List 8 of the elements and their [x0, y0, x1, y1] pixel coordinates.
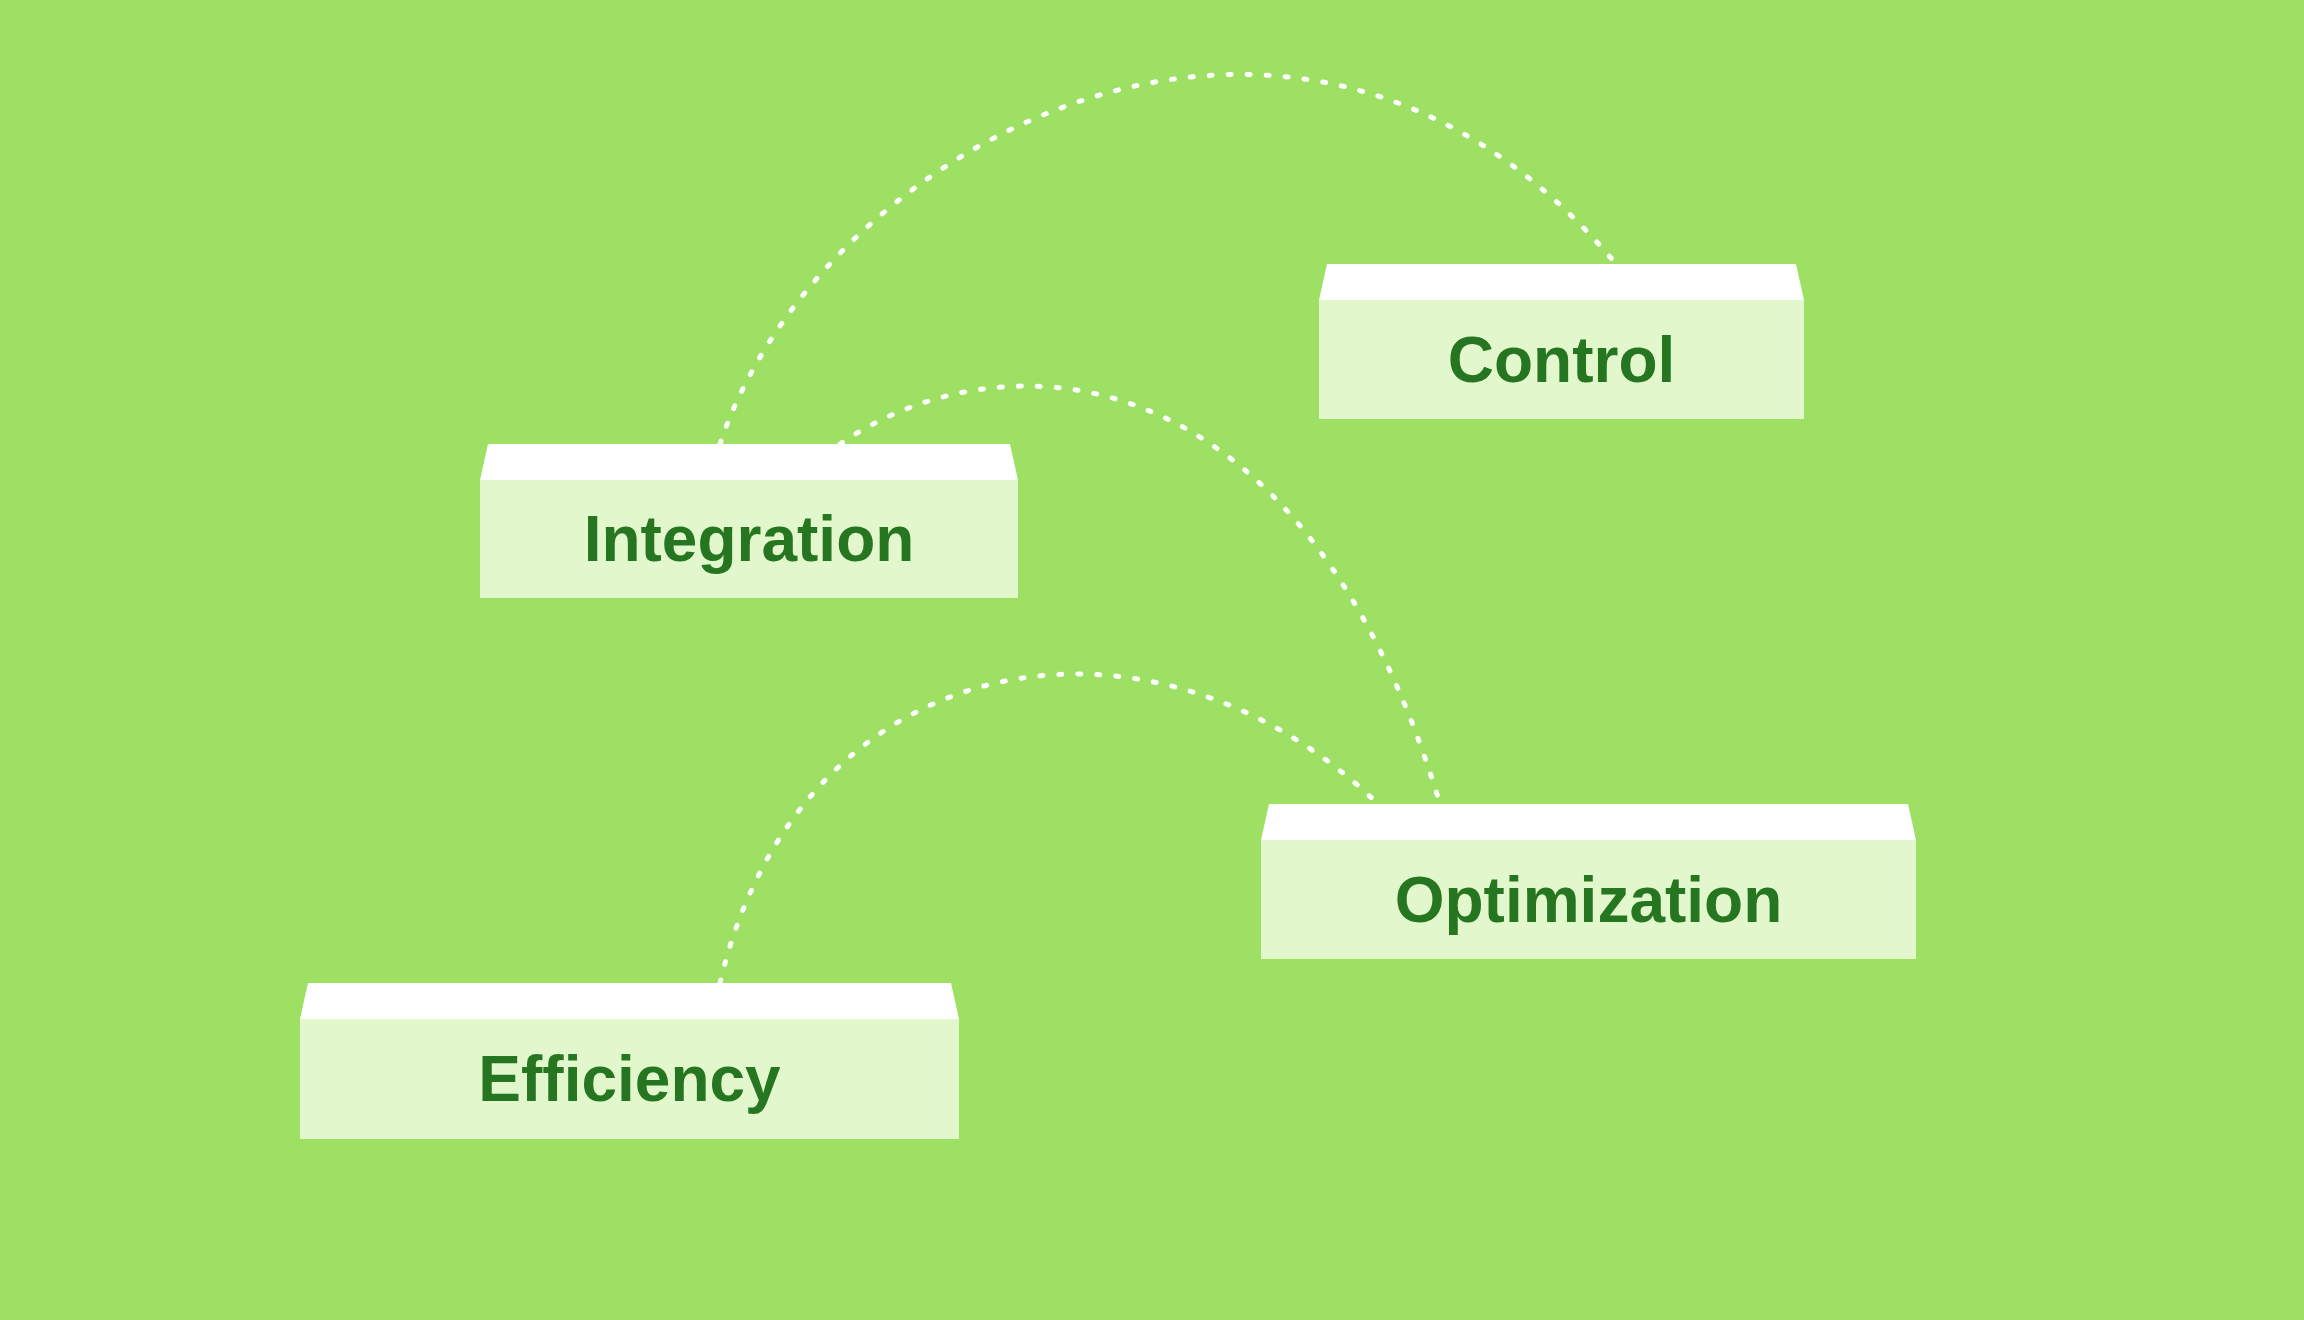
- step-block: [1319, 264, 1804, 419]
- step-block: [480, 444, 1018, 598]
- step-label: Integration: [583, 502, 915, 576]
- step-label: Control: [1447, 322, 1676, 397]
- step-block: [300, 983, 959, 1139]
- step-label: Optimization: [1394, 862, 1783, 937]
- step-block: [1261, 804, 1916, 959]
- step-label: Efficiency: [478, 1042, 781, 1116]
